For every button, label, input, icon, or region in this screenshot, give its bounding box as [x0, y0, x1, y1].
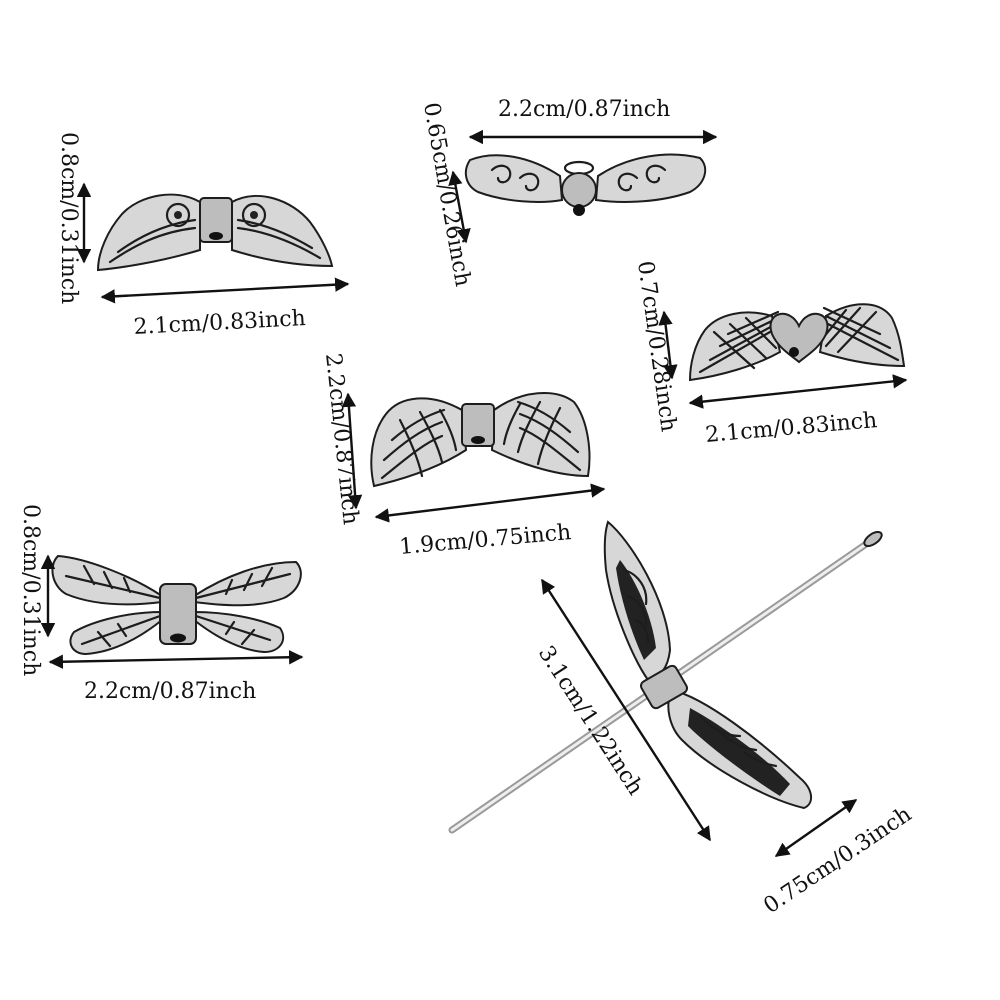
dragonfly-wing-bead	[51, 554, 302, 656]
long-wing-width-label: 0.75cm/0.3inch	[759, 802, 916, 919]
feather-wing-bead	[370, 392, 591, 488]
filigree-wing-height-dimension: 0.65cm/0.26inch	[418, 101, 475, 289]
feather-wing-width-dimension: 1.9cm/0.75inch	[374, 483, 606, 560]
swirl-wing-height-label: 0.8cm/0.31inch	[56, 132, 81, 304]
feather-wing-height-dimension: 2.2cm/0.87inch	[320, 352, 363, 526]
feather-wing-height-label: 2.2cm/0.87inch	[320, 352, 363, 526]
long-wing-bead-on-pin	[603, 520, 812, 810]
heart-wing-width-dimension: 2.1cm/0.83inch	[688, 374, 908, 448]
filigree-angel-wing-bead	[464, 153, 707, 216]
heart-wing-height-label: 0.7cm/0.28inch	[632, 259, 681, 433]
swirl-wing-width-label: 2.1cm/0.83inch	[133, 306, 306, 340]
swirl-wing-height-dimension: 0.8cm/0.31inch	[56, 132, 92, 304]
heart-wing-bead	[688, 303, 906, 382]
swirl-wing-bead	[96, 193, 334, 272]
dragonfly-wing-height-label: 0.8cm/0.31inch	[18, 504, 43, 676]
filigree-wing-width-label: 2.2cm/0.87inch	[498, 97, 670, 122]
dragonfly-wing-width-label: 2.2cm/0.87inch	[84, 679, 256, 704]
long-wing-width-dimension: 0.75cm/0.3inch	[759, 799, 916, 919]
heart-wing-height-dimension: 0.7cm/0.28inch	[632, 259, 681, 433]
feather-wing-width-label: 1.9cm/0.75inch	[398, 520, 572, 560]
dragonfly-wing-width-dimension: 2.2cm/0.87inch	[48, 650, 304, 704]
heart-wing-width-label: 2.1cm/0.83inch	[704, 408, 878, 448]
filigree-wing-width-dimension: 2.2cm/0.87inch	[468, 97, 718, 145]
swirl-wing-width-dimension: 2.1cm/0.83inch	[100, 277, 350, 340]
filigree-wing-height-label: 0.65cm/0.26inch	[418, 101, 475, 289]
long-wing-height-label: 3.1cm/1.22inch	[533, 642, 648, 800]
dragonfly-wing-height-dimension: 0.8cm/0.31inch	[18, 504, 56, 676]
